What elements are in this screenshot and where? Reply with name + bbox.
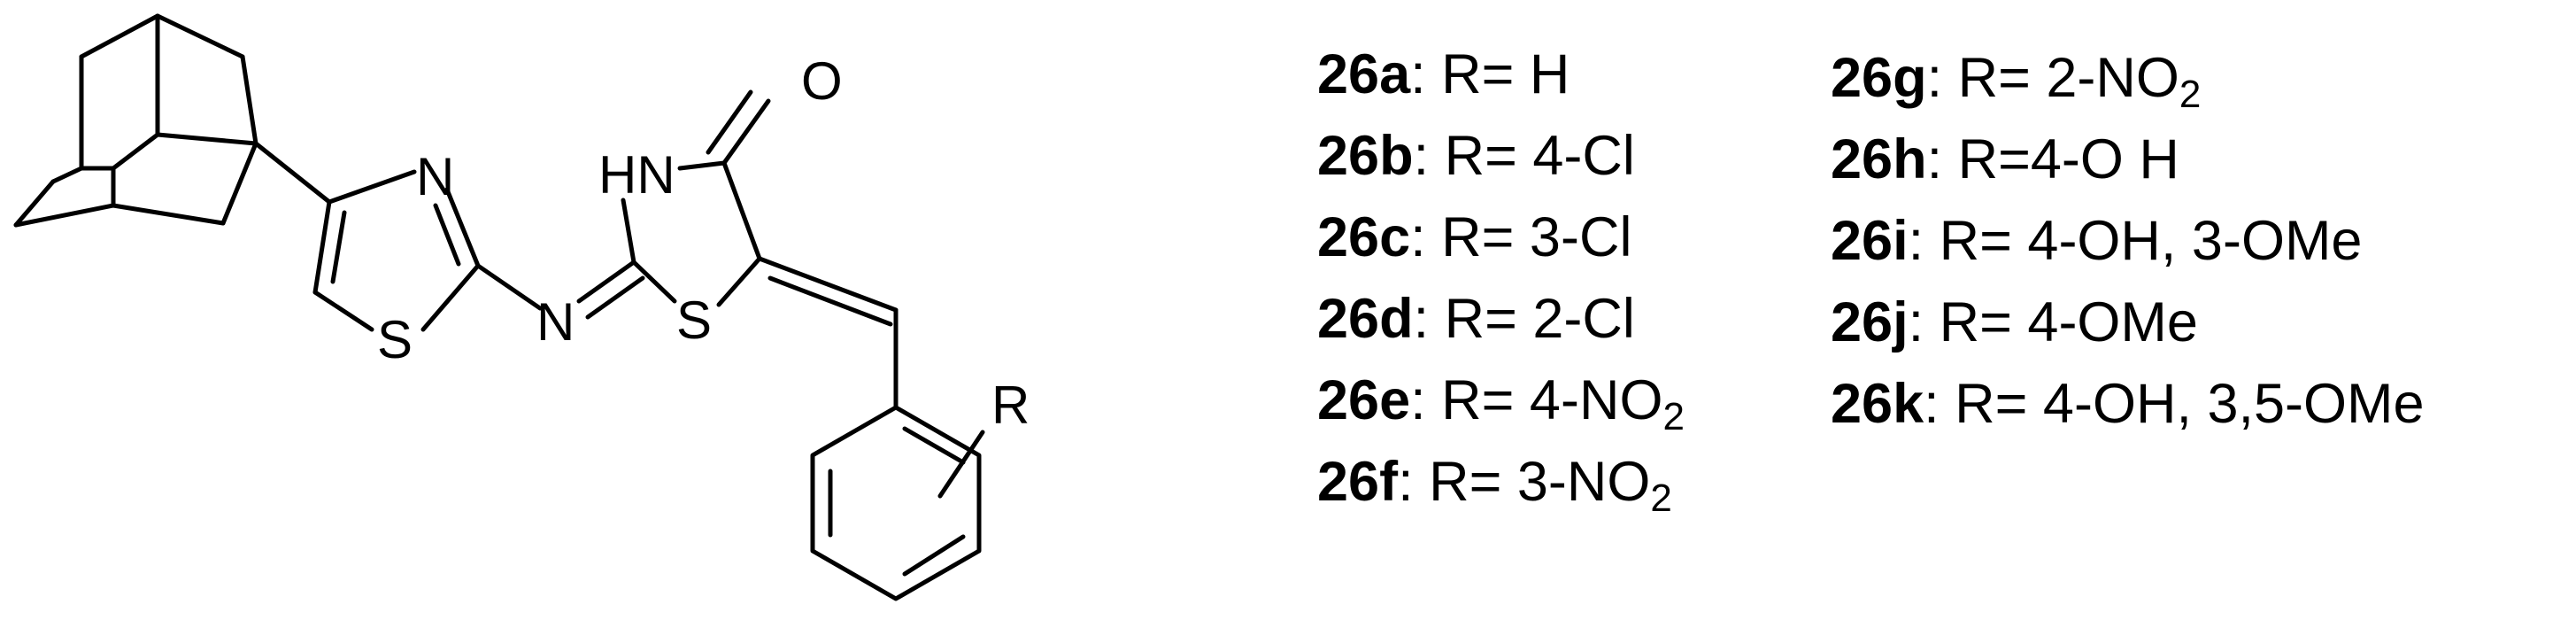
separator: : — [1410, 206, 1442, 268]
thiazole-ring — [312, 169, 481, 332]
bond — [253, 141, 332, 205]
bond — [631, 260, 677, 304]
compound-id: 26j — [1831, 291, 1909, 353]
nitrogen-label: N — [536, 292, 575, 352]
bond — [810, 405, 982, 601]
compound-id: 26c — [1317, 206, 1411, 268]
compound-id: 26e — [1317, 369, 1411, 431]
bond — [312, 199, 332, 295]
bond — [155, 132, 258, 146]
bond — [312, 290, 374, 332]
substituent-text: R= H — [1441, 43, 1570, 105]
adamantane-bonds — [13, 13, 258, 228]
bond — [706, 89, 753, 155]
oxygen-label: O — [801, 51, 843, 111]
benzene-ring — [810, 405, 982, 601]
bond — [721, 160, 762, 261]
compound-id: 26b — [1317, 125, 1414, 187]
substituent-entry: 26i: R= 4-OH, 3-OMe — [1831, 200, 2425, 282]
subscript: 2 — [1662, 395, 1685, 438]
bond — [111, 203, 226, 226]
bond — [50, 166, 84, 184]
substituent-entry: 26a: R= H — [1317, 34, 1685, 115]
separator: : — [1410, 43, 1442, 105]
bond — [937, 430, 985, 499]
bond — [721, 98, 771, 166]
separator: : — [1410, 369, 1442, 431]
thiazolidinone-ring — [621, 160, 762, 307]
bond — [621, 198, 636, 265]
substituent-entry: 26h: R=4-O H — [1831, 119, 2425, 200]
chemical-structure: O HN N S N S R — [13, 13, 1030, 601]
compound-id: 26g — [1831, 47, 1927, 109]
compound-id: 26d — [1317, 288, 1414, 350]
bond — [444, 187, 481, 268]
substituent-text: R= 2-NO — [1957, 47, 2179, 109]
substituent-entry: 26e: R= 4-NO2 — [1317, 360, 1685, 441]
bond — [757, 256, 899, 313]
subscript: 2 — [1650, 477, 1672, 520]
nitrogen-label: N — [416, 147, 454, 206]
separator: : — [1398, 451, 1430, 513]
substituent-entry: 26b: R= 4-Cl — [1317, 115, 1685, 197]
bond — [433, 203, 461, 267]
bond — [13, 203, 116, 228]
bond — [240, 54, 258, 146]
bond — [155, 13, 245, 59]
separator: : — [1908, 291, 1940, 353]
r-group-label: R — [991, 376, 1030, 435]
substituent-text: R= 4-OMe — [1939, 291, 2198, 353]
compound-id: 26k — [1831, 373, 1924, 435]
substituent-entry: 26j: R= 4-OMe — [1831, 282, 2425, 363]
bond — [767, 275, 893, 327]
sulfur-label: S — [377, 310, 413, 369]
substituent-text: R=4-O H — [1957, 128, 2179, 190]
separator: : — [1413, 288, 1445, 350]
sulfur-label: S — [676, 291, 712, 350]
bond — [576, 260, 636, 304]
substituent-text: R= 4-NO — [1441, 369, 1663, 431]
bond — [902, 534, 966, 577]
bond — [330, 210, 347, 284]
compound-id: 26h — [1831, 128, 1927, 190]
separator: : — [1413, 125, 1445, 187]
substituent-text: R= 3-NO — [1429, 451, 1651, 513]
bond — [13, 179, 56, 228]
bond — [111, 132, 160, 171]
substituent-text: R= 4-Cl — [1444, 125, 1635, 187]
separator: : — [1926, 47, 1958, 109]
substituent-entry: 26f: R= 3-NO2 — [1317, 441, 1685, 523]
bond — [327, 169, 417, 205]
substituent-entry: 26g: R= 2-NO2 — [1831, 37, 2425, 119]
bond — [79, 13, 160, 59]
bond — [220, 141, 258, 226]
bond — [475, 263, 543, 311]
substituent-entry: 26c: R= 3-Cl — [1317, 197, 1685, 278]
compound-id: 26f — [1317, 451, 1399, 513]
bond — [677, 160, 727, 171]
subscript: 2 — [2179, 73, 2202, 116]
nh-label: HN — [598, 145, 675, 205]
substituent-text: R= 4-OH, 3-OMe — [1939, 210, 2363, 272]
substituent-text: R= 2-Cl — [1444, 288, 1635, 350]
separator: : — [1924, 373, 1955, 435]
substituent-entry: 26k: R= 4-OH, 3,5-OMe — [1831, 363, 2425, 445]
bond — [420, 263, 481, 332]
bond — [585, 275, 645, 320]
substituent-text: R= 4-OH, 3,5-OMe — [1955, 373, 2425, 435]
substituent-entry: 26d: R= 2-Cl — [1317, 278, 1685, 360]
compound-id: 26a — [1317, 43, 1411, 105]
compound-id: 26i — [1831, 210, 1909, 272]
bond — [716, 256, 762, 307]
bond — [902, 426, 966, 465]
separator: : — [1908, 210, 1940, 272]
separator: : — [1926, 128, 1958, 190]
substituent-text: R= 3-Cl — [1441, 206, 1632, 268]
